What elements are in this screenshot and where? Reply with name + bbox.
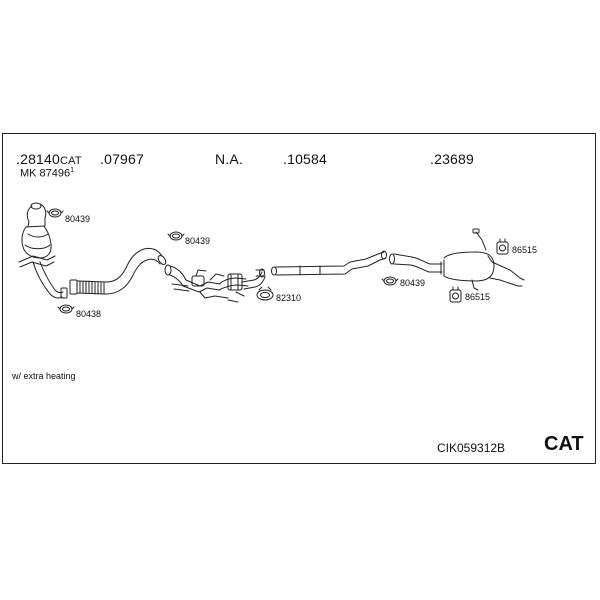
clamp-label: 80439 (185, 236, 211, 246)
catalytic-converter-part (19, 203, 67, 298)
assembly-code: CIK059312B (437, 441, 506, 455)
clamp-icon (168, 232, 184, 240)
rubber-mount-icon (497, 239, 508, 254)
mount-label: 86515 (512, 245, 538, 255)
part-number-catalyst: .28140CAT (16, 151, 82, 167)
clamp-label: 80439 (400, 278, 426, 288)
rubber-mount-icon (450, 287, 461, 302)
part-suffix-cat: CAT (60, 155, 82, 167)
rear-muffler-part (390, 229, 525, 290)
mk-marker: 1 (70, 167, 75, 174)
clamp-label: 80438 (76, 309, 102, 319)
clamp-icon (382, 277, 398, 285)
mk-label: MK 874961 (20, 167, 75, 180)
part-number-2: .07967 (100, 151, 145, 167)
note-text: w/ extra heating (12, 371, 76, 381)
intermediate-pipe-part (165, 265, 265, 302)
center-pipe-part (272, 251, 387, 275)
hanger-label: 82310 (276, 293, 302, 303)
clamp-icon (58, 305, 74, 313)
diagram-frame (2, 133, 596, 464)
mount-label: 86515 (465, 292, 491, 302)
front-pipe-part (70, 248, 167, 294)
hanger-ring-icon (257, 287, 273, 300)
cat-badge: CAT (544, 433, 584, 455)
clamp-icon (47, 209, 63, 217)
part-number-5: .23689 (430, 151, 475, 167)
clamp-label: 80439 (65, 214, 91, 224)
part-number-3: N.A. (215, 151, 244, 167)
part-number-4: .10584 (283, 151, 328, 167)
